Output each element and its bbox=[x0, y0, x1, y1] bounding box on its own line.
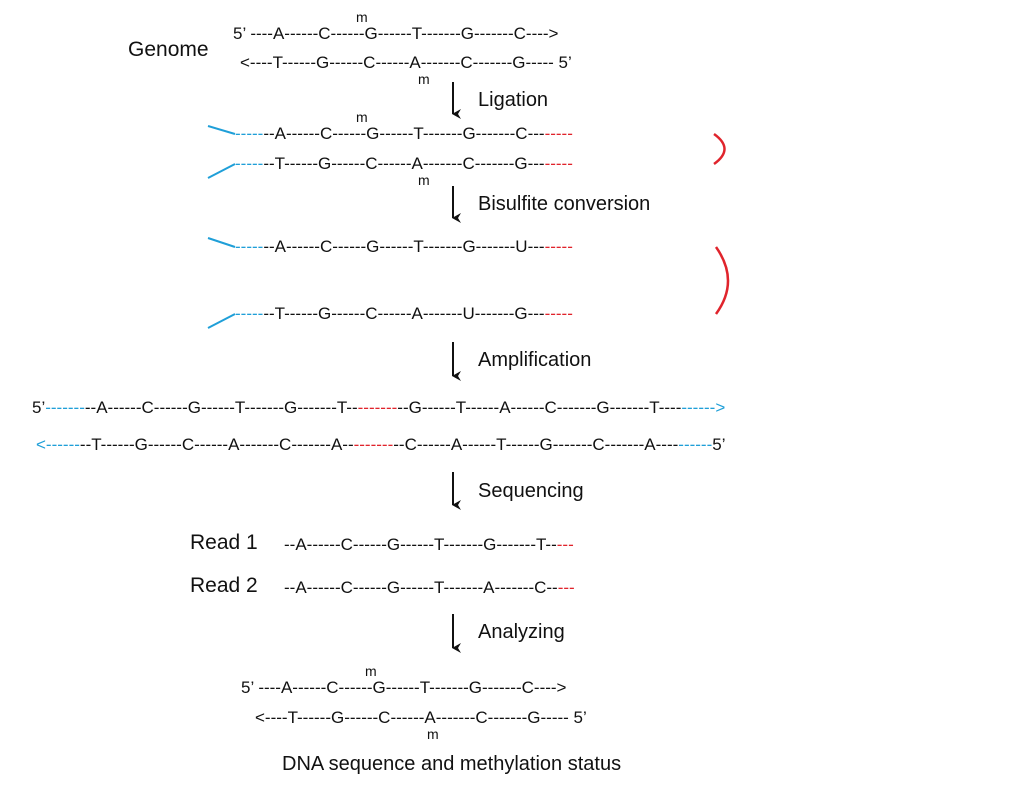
amplified-top-prime: 5’ bbox=[32, 398, 46, 417]
amplified-top-strand: 5’---------A------C------G------T-------… bbox=[32, 398, 725, 418]
ligated-bottom-strand: -------T------G------C------A-------C---… bbox=[235, 154, 573, 174]
converted-bottom-adapter: ----- bbox=[235, 304, 264, 323]
read-2-label: Read 2 bbox=[190, 574, 258, 597]
converted-top-hairpin: ----- bbox=[544, 237, 573, 256]
amplified-bottom-prime: 5’ bbox=[712, 435, 726, 454]
ligated-top-hairpin: ----- bbox=[544, 124, 573, 143]
methyl-mark-ligated-top: m bbox=[356, 109, 368, 125]
amplified-bottom-left-adapter: <------ bbox=[36, 435, 80, 454]
methyl-mark-bottom: m bbox=[418, 71, 430, 87]
converted-bottom-hairpin: ----- bbox=[544, 304, 573, 323]
methyl-mark-result-top: m bbox=[365, 663, 377, 679]
result-top-strand: 5’ ----A------C------G------T-------G---… bbox=[241, 678, 567, 697]
ligated-bottom-adapter: ----- bbox=[235, 154, 264, 173]
result-caption: DNA sequence and methylation status bbox=[282, 753, 622, 775]
hairpin-loop-converted bbox=[714, 246, 730, 315]
read-1-label: Read 1 bbox=[190, 531, 258, 554]
genome-label: Genome bbox=[128, 38, 209, 61]
read-1-tail: --- bbox=[556, 535, 574, 554]
genome-top-strand: 5’ ----A------C------G------T-------G---… bbox=[233, 24, 559, 43]
converted-top-strand: -------A------C------G------T-------G---… bbox=[235, 237, 573, 257]
genome-bottom-strand: <----T------G------C------A-------C-----… bbox=[240, 53, 572, 72]
adapter-tail-converted-top bbox=[207, 237, 236, 248]
amplified-top-right-adapter: ------> bbox=[681, 398, 726, 417]
ligated-bottom-seq: --T------G------C------A-------C-------G… bbox=[263, 154, 545, 173]
amplified-bottom-strand: <--------T------G------C------A-------C-… bbox=[36, 435, 725, 455]
step-analyzing: Analyzing bbox=[478, 621, 565, 643]
amplified-bottom-right-adapter: ------ bbox=[678, 435, 713, 454]
read-1-seq: --A------C------G------T-------G-------T… bbox=[284, 535, 557, 554]
methyl-mark-top: m bbox=[356, 9, 368, 25]
step-bisulfite: Bisulfite conversion bbox=[478, 193, 651, 215]
adapter-tail-converted-bottom bbox=[207, 313, 236, 329]
amplified-top-left-seq: --A------C------G------T-------G-------T… bbox=[84, 398, 358, 417]
amplified-bottom-left-seq: --T------G------C------A-------C-------A… bbox=[79, 435, 354, 454]
hairpin-loop-ligated bbox=[713, 132, 726, 166]
read-2-sequence: --A------C------G------T-------A-------C… bbox=[284, 578, 575, 598]
amplified-top-right-seq: --G------T------A------C-------G-------T… bbox=[397, 398, 682, 417]
step-sequencing: Sequencing bbox=[478, 480, 584, 502]
ligated-top-strand: -------A------C------G------T-------G---… bbox=[235, 124, 573, 144]
adapter-tail-ligated-top bbox=[207, 125, 236, 135]
step-ligation: Ligation bbox=[478, 89, 549, 111]
step-amplification: Amplification bbox=[478, 349, 592, 371]
methyl-mark-ligated-bottom: m bbox=[418, 172, 430, 188]
amplified-bottom-right-seq: --C------A------T------G-------C-------A… bbox=[393, 435, 679, 454]
read-2-tail: --- bbox=[557, 578, 575, 597]
ligated-bottom-hairpin: ----- bbox=[544, 154, 573, 173]
read-2-seq: --A------C------G------T-------A-------C… bbox=[284, 578, 558, 597]
converted-bottom-strand: -------T------G------C------A-------U---… bbox=[235, 304, 573, 324]
converted-top-seq: --A------C------G------T-------G-------U… bbox=[263, 237, 545, 256]
ligated-top-seq: --A------C------G------T-------G-------C… bbox=[263, 124, 545, 143]
amplified-top-left-adapter: ------- bbox=[45, 398, 85, 417]
ligated-top-adapter: ----- bbox=[235, 124, 264, 143]
adapter-tail-ligated-bottom bbox=[207, 163, 236, 179]
converted-top-adapter: ----- bbox=[235, 237, 264, 256]
result-bottom-strand: <----T------G------C------A-------C-----… bbox=[255, 708, 587, 727]
amplified-top-loop: ------- bbox=[357, 398, 398, 417]
converted-bottom-seq: --T------G------C------A-------U-------G… bbox=[263, 304, 545, 323]
methyl-mark-result-bottom: m bbox=[427, 726, 439, 742]
read-1-sequence: --A------C------G------T-------G-------T… bbox=[284, 535, 574, 555]
amplified-bottom-loop: ------- bbox=[353, 435, 394, 454]
